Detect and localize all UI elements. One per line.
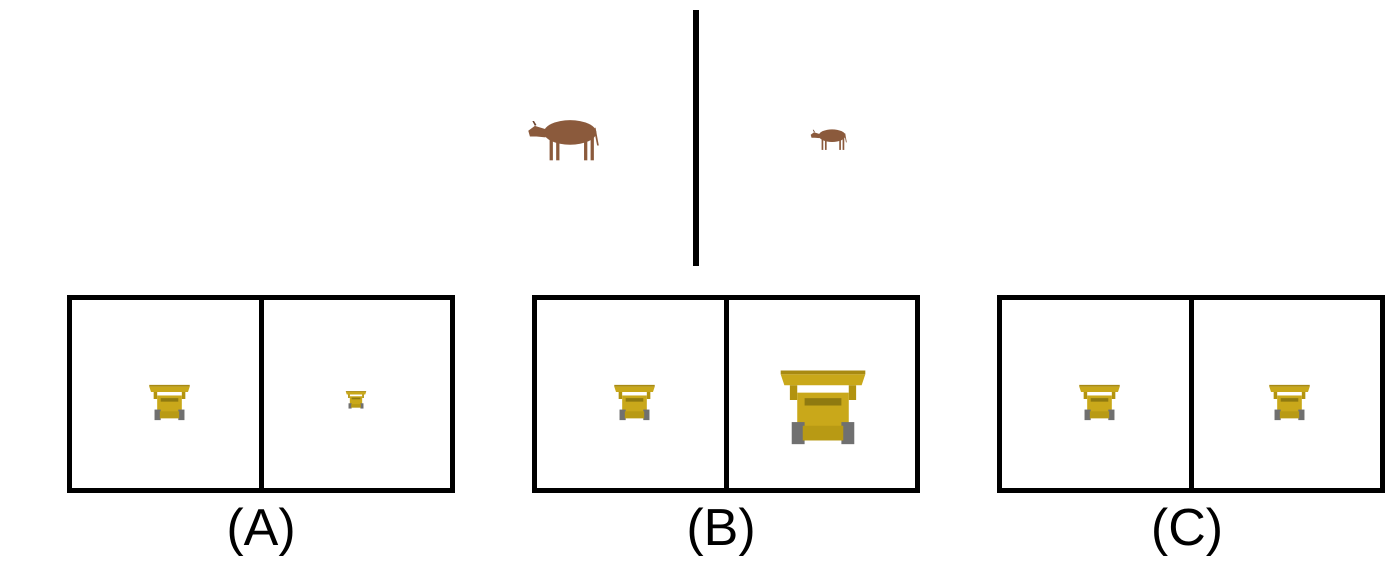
bulldozer-icon (1267, 377, 1312, 421)
option-c-panel[interactable] (997, 295, 1385, 493)
cow-icon (809, 126, 851, 152)
bulldozer-icon (1077, 377, 1122, 421)
bulldozer-icon (147, 377, 192, 421)
bulldozer-icon (612, 377, 657, 421)
cow-icon (525, 113, 607, 165)
panel-divider (723, 300, 729, 488)
option-c-label: (C) (1150, 499, 1224, 557)
panel-divider (1188, 300, 1194, 488)
option-b-panel[interactable] (532, 295, 920, 493)
option-a-label: (A) (226, 499, 296, 557)
option-a-panel[interactable] (67, 295, 455, 493)
bulldozer-icon (777, 352, 869, 448)
option-b-label: (B) (686, 499, 756, 557)
panel-divider (258, 300, 264, 488)
prompt-divider (693, 10, 699, 266)
bulldozer-icon (345, 386, 367, 410)
